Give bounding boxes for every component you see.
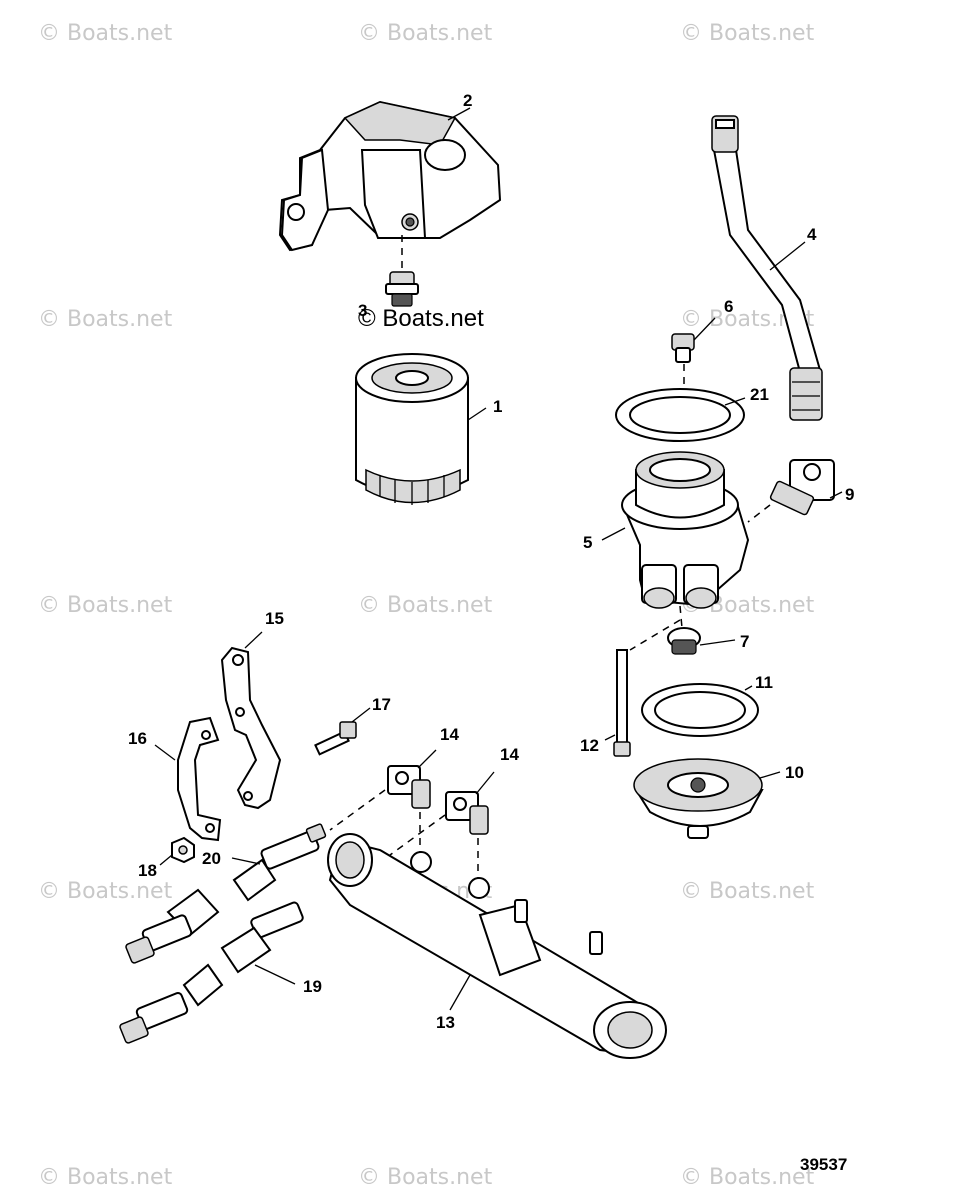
callout-19: 19 <box>303 977 322 996</box>
callout-7: 7 <box>740 632 749 651</box>
part-20-fitting-hose <box>231 823 327 902</box>
callout-13: 13 <box>436 1013 455 1032</box>
part-14-fitting-a <box>329 749 437 855</box>
part-1-oil-filter <box>355 353 487 505</box>
watermark: © Boats.net <box>358 593 493 618</box>
callout-5: 5 <box>583 533 592 552</box>
callout-1: 1 <box>493 397 502 416</box>
watermark: © Boats.net <box>358 1165 493 1187</box>
watermark: © Boats.net <box>680 21 815 46</box>
part-17-screw <box>314 707 371 756</box>
part-2-adapter-bracket <box>278 100 502 252</box>
part-7-plug <box>667 605 736 655</box>
callout-20: 20 <box>202 849 221 868</box>
part-16-clamp <box>154 716 222 842</box>
part-15-bracket <box>220 631 282 810</box>
part-10-base-cover <box>633 758 781 839</box>
watermark: © Boats.net <box>38 307 173 332</box>
part-5-filter-base <box>601 451 750 609</box>
callout-3: 3 <box>358 301 367 320</box>
callout-labels: 2 3 1 4 6 21 9 5 7 11 12 10 15 16 17 14 … <box>128 91 854 1032</box>
part-12-bolt <box>604 619 681 757</box>
part-3-plug <box>385 235 419 307</box>
part-19-hose-pieces <box>119 888 304 1044</box>
part-21-seal-ring <box>615 388 746 442</box>
callout-10: 10 <box>785 763 804 782</box>
watermark: © Boats.net <box>680 879 815 904</box>
watermark: © Boats.net <box>38 593 173 618</box>
callout-6: 6 <box>724 297 733 316</box>
callout-12: 12 <box>580 736 599 755</box>
callout-9: 9 <box>845 485 854 504</box>
part-18-nut <box>159 836 195 866</box>
callout-16: 16 <box>128 729 147 748</box>
callout-15: 15 <box>265 609 284 628</box>
watermark: © Boats.net <box>38 879 173 904</box>
watermark: © Boats.net <box>680 1165 815 1187</box>
part-11-seal-ring <box>641 683 759 737</box>
callout-18: 18 <box>138 861 157 880</box>
part-4-hose <box>711 115 823 421</box>
part-9-elbow-fitting <box>747 459 843 523</box>
center-watermark: © Boats.net <box>358 305 484 332</box>
watermark: © Boats.net <box>358 21 493 46</box>
watermark: © Boats.net <box>38 1165 173 1187</box>
callout-14a: 14 <box>440 725 459 744</box>
watermark: © Boats.net <box>38 21 173 46</box>
callout-14b: 14 <box>500 745 519 764</box>
figure-number: 39537 <box>800 1155 847 1174</box>
callout-17: 17 <box>372 695 391 714</box>
callout-21: 21 <box>750 385 769 404</box>
part-13-cooler-body <box>327 833 667 1059</box>
watermark-layer: © Boats.net © Boats.net © Boats.net © Bo… <box>38 21 815 1187</box>
callout-2: 2 <box>463 91 472 110</box>
callout-11: 11 <box>755 673 773 692</box>
part-14-fitting-b <box>389 771 495 880</box>
callout-4: 4 <box>807 225 817 244</box>
part-6-plug <box>671 317 716 395</box>
